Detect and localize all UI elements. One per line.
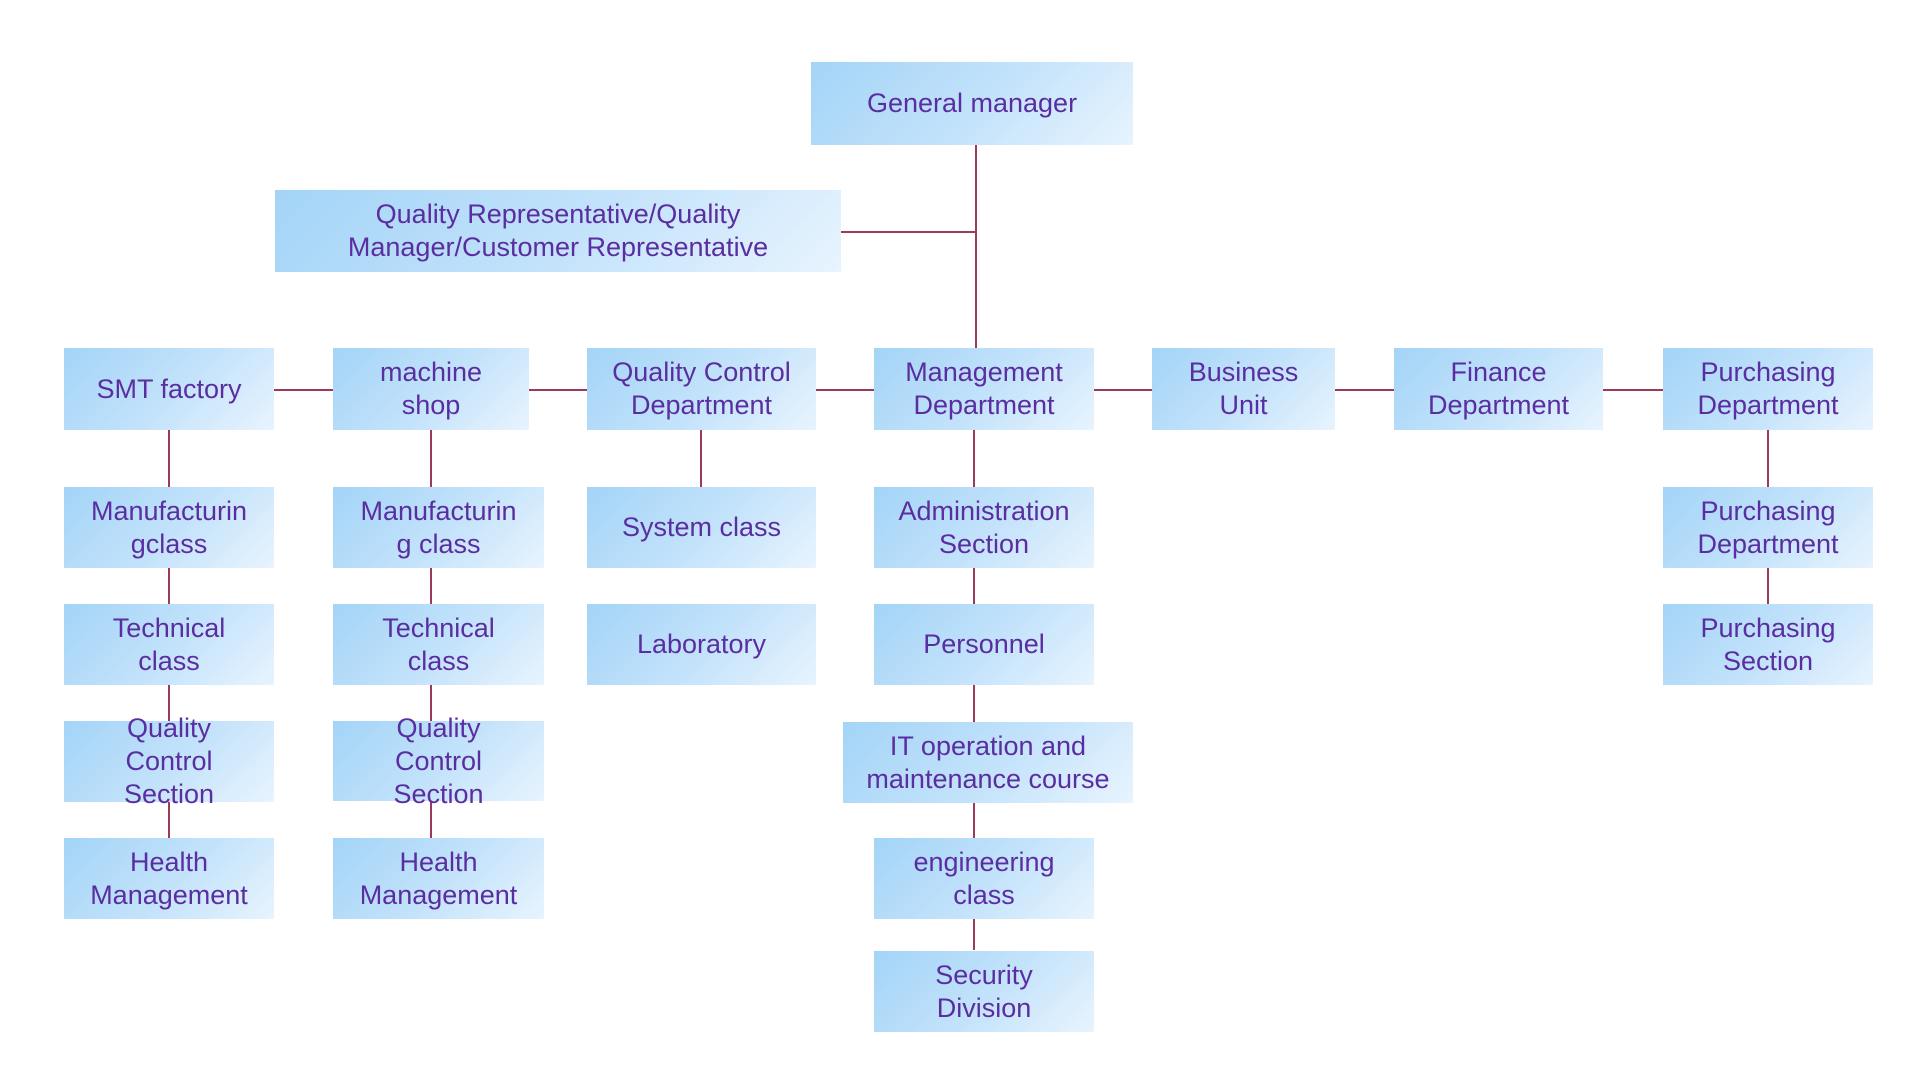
node-smt-factory: SMT factory [64, 348, 274, 430]
node-purchasing-department-sub: Purchasing Department [1663, 487, 1873, 568]
node-security-division: Security Division [874, 951, 1094, 1032]
node-laboratory: Laboratory [587, 604, 816, 685]
node-manufacturing-class: Manufacturin gclass [64, 487, 274, 568]
node-quality-control-section: Quality Control Section [64, 713, 274, 809]
node-technical-class: Technical class [64, 604, 274, 685]
node-it-operation-maintenance: IT operation and maintenance course [843, 722, 1133, 803]
node-general-manager: General manager [811, 62, 1133, 145]
connector-line [973, 430, 975, 950]
connector-line [700, 430, 702, 487]
node-system-class: System class [587, 487, 816, 568]
node-health-management: Health Management [64, 838, 274, 919]
node-purchasing-section: Purchasing Section [1663, 604, 1873, 685]
node-purchasing-department: Purchasing Department [1663, 348, 1873, 430]
node-business-unit: Business Unit [1152, 348, 1335, 430]
node-finance-department: Finance Department [1394, 348, 1603, 430]
node-machine-shop: machine shop [333, 348, 529, 430]
node-quality-representative: Quality Representative/Quality Manager/C… [275, 190, 841, 272]
node-administration-section: Administration Section [874, 487, 1094, 568]
node-engineering-class: engineering class [874, 838, 1094, 919]
connector-line [975, 145, 977, 388]
node-management-department: Management Department [874, 348, 1094, 430]
node-technical-class: Technical class [333, 604, 544, 685]
node-quality-control-section: Quality Control Section [333, 713, 544, 809]
connector-line [841, 231, 976, 233]
node-manufacturing-class: Manufacturin g class [333, 487, 544, 568]
node-quality-control-department: Quality Control Department [587, 348, 816, 430]
node-health-management: Health Management [333, 838, 544, 919]
node-personnel: Personnel [874, 604, 1094, 685]
